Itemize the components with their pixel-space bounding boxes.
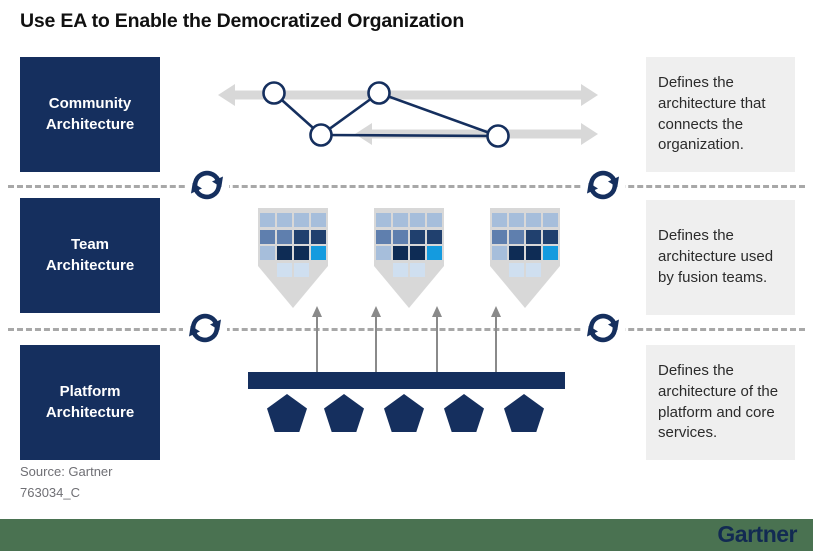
shield-grid-cell — [376, 213, 391, 227]
horizontal-double-arrow-top — [218, 84, 598, 106]
team-shield-icon — [490, 208, 560, 308]
shield-grid-cell — [260, 213, 275, 227]
shield-grid-cell — [526, 262, 541, 277]
horizontal-double-arrow-bottom — [355, 123, 598, 145]
shield-grid-cell — [260, 229, 275, 244]
sync-icon-slot — [581, 306, 625, 350]
shield-grid-cell — [543, 229, 558, 244]
shield-grid-cell — [543, 213, 558, 227]
shield-grid-cell — [427, 213, 442, 227]
shield-grid-cell — [376, 229, 391, 244]
shield-grid-cell — [410, 213, 425, 227]
shield-grid-cell — [260, 246, 275, 260]
team-shield-icon — [258, 208, 328, 308]
shield-grid-cell — [393, 246, 408, 260]
sync-icon-slot — [185, 163, 229, 207]
shield-grid-cell — [294, 213, 309, 227]
platform-bar — [248, 372, 565, 389]
shield-grid-cell — [393, 229, 408, 244]
up-arrows — [312, 306, 501, 372]
shield-grid-cell — [393, 213, 408, 227]
shield-grid-cell — [311, 246, 326, 260]
core-service-pentagons — [267, 394, 544, 432]
description-box-platform: Defines the architecture of the platform… — [646, 345, 795, 460]
shield-grid-cell — [277, 213, 292, 227]
shield-grid-cell — [492, 213, 507, 227]
sync-arrows-icon — [191, 170, 223, 200]
footer-bar: Gartner — [0, 519, 813, 551]
shield-grid-cell — [492, 229, 507, 244]
description-team: Defines the architecture used by fusion … — [658, 227, 774, 286]
shield-grid-cell — [526, 213, 541, 227]
shield-grid-cell — [509, 246, 524, 260]
shield-grid-cell — [526, 229, 541, 244]
shield-grid-cell — [410, 262, 425, 277]
shield-grid-cell — [427, 229, 442, 244]
shield-grid-cell — [393, 262, 408, 277]
shield-grid-cell — [509, 262, 524, 277]
platform-diagram — [248, 306, 565, 432]
shield-grid-cell — [509, 213, 524, 227]
description-community: Defines the architecture that connects t… — [658, 74, 766, 154]
label-platform-architecture: Platform Architecture — [45, 383, 135, 421]
community-network-diagram — [218, 81, 598, 148]
sync-arrows-icon — [587, 313, 619, 343]
shield-grid-cell — [376, 246, 391, 260]
shield-grid-cell — [311, 213, 326, 227]
shield-grid-cell — [277, 246, 292, 260]
label-box-team-architecture: Team Architecture — [20, 198, 160, 313]
gartner-logo: Gartner — [717, 521, 797, 547]
shield-grid-cell — [294, 229, 309, 244]
shield-grid-cell — [277, 229, 292, 244]
shield-grid-cell — [427, 246, 442, 260]
source-text: Source: Gartner — [20, 464, 113, 479]
description-box-community: Defines the architecture that connects t… — [646, 57, 795, 172]
shield-grid-cell — [526, 246, 541, 260]
document-id: 763034_C — [20, 485, 80, 500]
team-shield-icon — [374, 208, 444, 308]
team-shields-diagram — [240, 204, 580, 312]
description-platform: Defines the architecture of the platform… — [658, 362, 779, 442]
shield-grid-cell — [410, 229, 425, 244]
shield-grid-cell — [294, 246, 309, 260]
shield-grid-cell — [311, 229, 326, 244]
sync-icon-slot — [581, 163, 625, 207]
shield-grid-cell — [492, 246, 507, 260]
shield-grid-cell — [509, 229, 524, 244]
sync-arrows-icon — [587, 170, 619, 200]
label-team-architecture: Team Architecture — [45, 236, 135, 274]
shield-grid-cell — [277, 262, 292, 277]
network-nodes — [262, 81, 510, 148]
page-title: Use EA to Enable the Democratized Organi… — [20, 10, 465, 32]
label-box-community-architecture: Community Architecture — [20, 57, 160, 172]
shield-grid-cell — [543, 246, 558, 260]
shield-grid-cell — [294, 262, 309, 277]
sync-arrows-icon — [189, 313, 221, 343]
shield-grid-cell — [410, 246, 425, 260]
sync-icon-slot — [183, 306, 227, 350]
dashed-divider-1 — [8, 185, 805, 188]
label-box-platform-architecture: Platform Architecture — [20, 345, 160, 460]
dashed-divider-2 — [8, 328, 805, 331]
label-community-architecture: Community Architecture — [45, 95, 135, 133]
description-box-team: Defines the architecture used by fusion … — [646, 200, 795, 315]
